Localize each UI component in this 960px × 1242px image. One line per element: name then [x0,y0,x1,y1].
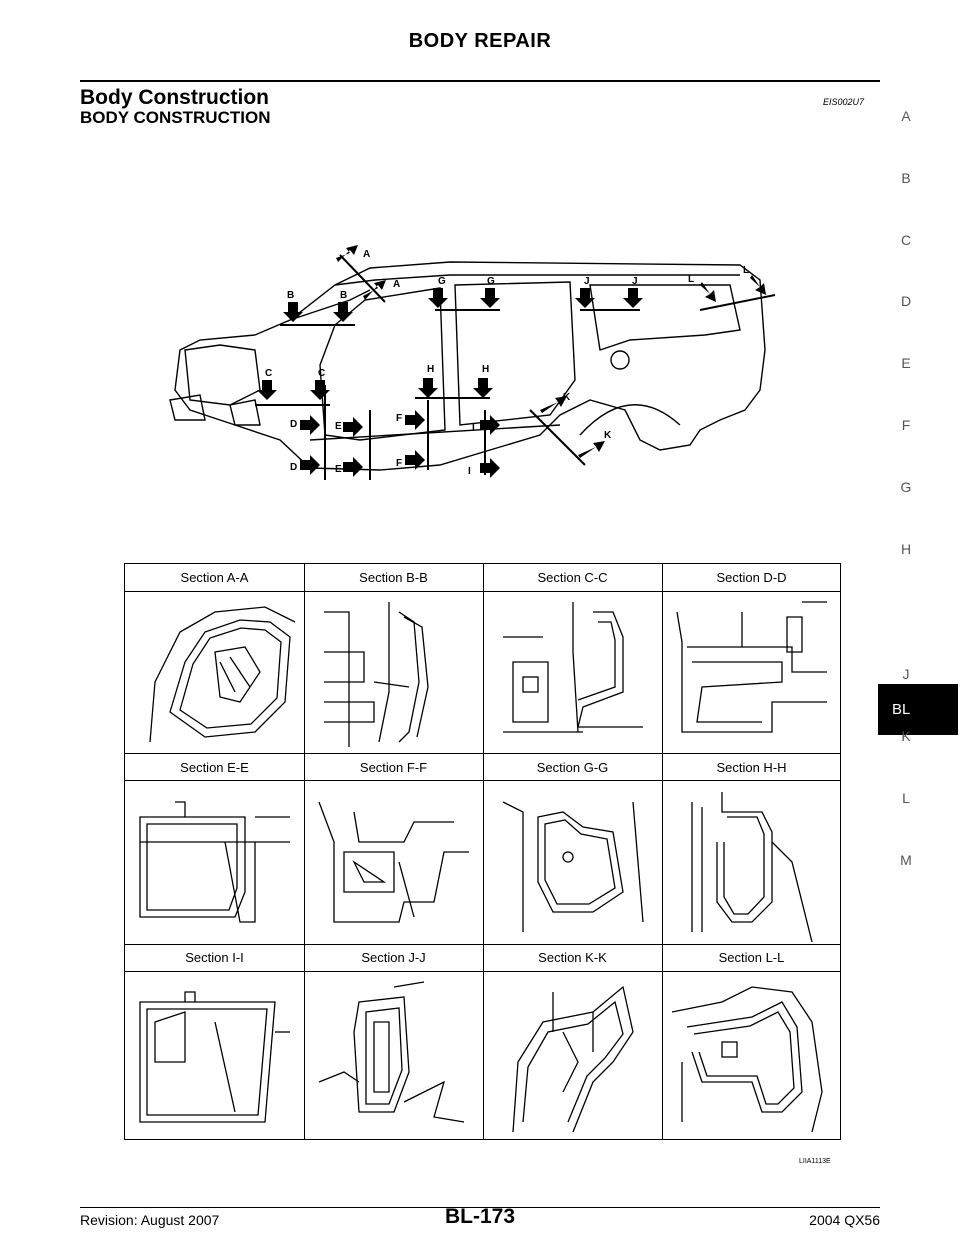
side-nav-item-f[interactable]: F [901,417,911,433]
marker-k1: K [563,392,571,403]
marker-a2: A [393,279,400,290]
section-c-drawing [503,602,643,733]
side-nav-item-a[interactable]: A [901,108,911,124]
marker-c2: C [318,368,325,379]
section-code: EIS002U7 [822,97,864,107]
marker-e1: E [335,421,342,432]
footer-rule [80,1207,880,1208]
marker-d1: D [290,419,297,430]
side-nav-item-d[interactable]: D [900,293,912,309]
marker-c1: C [265,368,272,379]
section-label-h: Section H-H [716,760,787,775]
section-label-j: Section J-J [361,950,426,965]
section-subtitle: BODY CONSTRUCTION [80,108,271,127]
footer-page-number: BL-173 [444,1205,516,1228]
section-f-drawing [318,801,469,923]
marker-h1: H [427,364,434,375]
side-nav-item-g[interactable]: G [900,479,912,495]
sections-grid: Section A-A Section B-B Section C-C Sect… [124,563,841,1140]
section-e-drawing [139,801,290,923]
marker-b1: B [287,290,294,301]
side-nav-item-c[interactable]: C [900,232,912,248]
section-label-e: Section E-E [180,760,249,775]
side-nav-item-m[interactable]: M [900,852,912,868]
side-nav-item-h[interactable]: H [900,541,912,557]
section-label-b: Section B-B [359,570,428,585]
marker-l2: L [743,265,749,276]
footer-model: 2004 QX56 [809,1212,880,1228]
section-label-g: Section G-G [536,760,609,775]
side-nav-item-k[interactable]: K [901,728,911,744]
side-nav-item-bl-active[interactable]: BL [878,684,958,735]
section-a-drawing [149,606,296,743]
section-i-drawing [139,991,290,1123]
figure-code: LIIA1113E [799,1158,831,1165]
marker-j2: J [632,276,638,287]
section-label-a: Section A-A [180,570,249,585]
section-h-drawing [691,792,813,942]
marker-f2: F [396,458,402,469]
footer-revision: Revision: August 2007 [80,1212,220,1228]
section-label-l: Section L-L [718,950,785,965]
section-g-drawing [502,801,644,932]
section-label-k: Section K-K [538,950,607,965]
marker-a1: A [363,249,370,260]
side-nav-item-l[interactable]: L [902,790,910,806]
section-title: Body Construction [80,86,269,109]
body-side-diagram: A A B B C C D D E E F F G G H H I I J J … [169,245,776,480]
side-nav-item-j[interactable]: J [902,666,910,682]
marker-i2: I [468,466,471,477]
section-k-drawing [512,985,634,1133]
marker-d2: D [290,462,297,473]
section-j-drawing [318,981,465,1123]
section-label-d: Section D-D [716,570,787,585]
section-l-drawing [671,986,823,1133]
marker-g2: G [487,276,495,287]
marker-f1: F [396,413,402,424]
side-nav-item-b[interactable]: B [901,170,911,186]
section-label-i: Section I-I [185,950,244,965]
marker-i1: I [472,422,475,433]
section-d-drawing [676,601,827,733]
marker-e2: E [335,464,342,475]
section-b-drawing [324,602,429,747]
page-header-title: BODY REPAIR [408,30,552,52]
marker-g1: G [438,276,446,287]
header-rule [80,80,880,82]
marker-j1: J [584,276,590,287]
section-label-f: Section F-F [359,760,428,775]
marker-k2: K [604,430,612,441]
marker-b2: B [340,290,347,301]
section-label-c: Section C-C [537,570,608,585]
marker-l1: L [688,274,694,285]
marker-h2: H [482,364,489,375]
side-nav-item-e[interactable]: E [901,355,911,371]
